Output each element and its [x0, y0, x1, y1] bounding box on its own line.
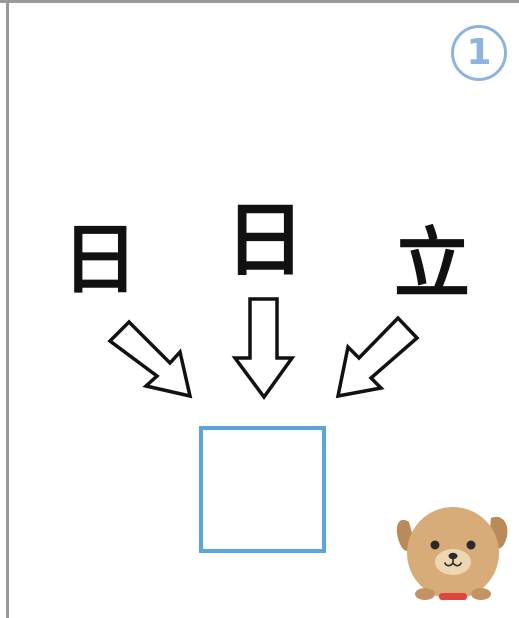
page-number-badge: 1	[451, 25, 507, 81]
answer-box[interactable]	[199, 426, 326, 553]
frame-top-border	[0, 0, 519, 3]
arrow-down-icon	[231, 297, 296, 400]
arrow-down-left-icon	[335, 315, 420, 399]
arrow-down-right-icon	[107, 319, 193, 399]
kanji-right: 立	[394, 219, 470, 308]
frame-left-border	[6, 0, 9, 618]
kanji-center: 日	[225, 193, 305, 287]
dog-mascot-icon	[396, 507, 508, 600]
kanji-left: 日	[62, 215, 138, 304]
